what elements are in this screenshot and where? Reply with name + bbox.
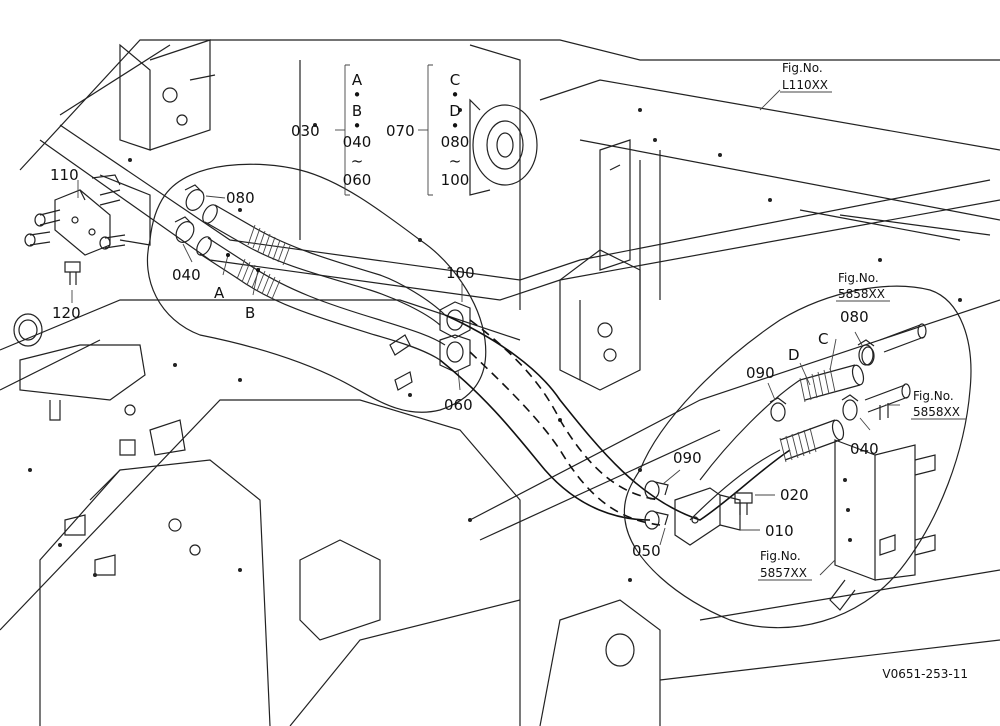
range-070-stack: C • D • 080 ~ 100 xyxy=(441,71,470,189)
svg-text:•: • xyxy=(353,86,362,104)
bracket-fig-5857 xyxy=(829,439,936,611)
hose-clamp-050 xyxy=(644,510,669,530)
callout-hose-b: B xyxy=(245,304,255,322)
callout-hose-a: A xyxy=(214,284,225,302)
svg-text:Fig.No.: Fig.No. xyxy=(913,389,954,403)
svg-text:D: D xyxy=(449,102,461,120)
hose-clamp-080-left xyxy=(184,184,205,211)
callout-050: 050 xyxy=(632,542,661,560)
svg-text:~: ~ xyxy=(449,152,462,170)
fig-ref-5857[interactable]: Fig.No. 5857XX xyxy=(758,549,812,581)
svg-text:Fig.No.: Fig.No. xyxy=(760,549,801,563)
callout-110: 110 xyxy=(50,166,79,184)
hose-joint-bracket-110 xyxy=(24,174,151,285)
svg-text:Fig.No.: Fig.No. xyxy=(838,271,879,285)
callout-120: 120 xyxy=(52,304,81,322)
hose-d-route xyxy=(439,359,651,521)
hose-b xyxy=(196,236,446,361)
callout-070: 070 xyxy=(386,122,415,140)
callout-020: 020 xyxy=(780,486,809,504)
hose-clamp-080-right xyxy=(857,339,875,366)
svg-text:060: 060 xyxy=(343,171,372,189)
range-bracket-070 xyxy=(418,64,435,196)
callout-090-upper: 090 xyxy=(746,364,775,382)
callout-030: 030 xyxy=(291,122,320,140)
svg-text:B: B xyxy=(352,102,362,120)
fig-ref-5858-top[interactable]: Fig.No. 5858XX xyxy=(836,271,890,302)
detail-circle-right xyxy=(623,285,972,629)
callout-010: 010 xyxy=(765,522,794,540)
hose-a xyxy=(202,204,446,326)
callout-100: 100 xyxy=(446,264,475,282)
fig-ref-5858-mid[interactable]: Fig.No. 5858XX xyxy=(911,389,966,420)
callout-hose-c: C xyxy=(818,330,828,348)
svg-text:~: ~ xyxy=(351,152,364,170)
chassis-frame xyxy=(0,39,1000,726)
svg-text:5857XX: 5857XX xyxy=(760,566,807,580)
range-bracket-030 xyxy=(335,64,352,196)
range-030-stack: A • B • 040 ~ 060 xyxy=(343,71,372,189)
callout-090-lower: 090 xyxy=(673,449,702,467)
svg-text:A: A xyxy=(352,71,363,89)
hose-clamp-090-lower xyxy=(644,480,669,500)
hose-clamp-040-left xyxy=(174,216,195,243)
hose-fitting-lower xyxy=(864,383,911,420)
detail-circle-left xyxy=(146,163,487,413)
callout-040-right: 040 xyxy=(850,440,879,458)
hose-c xyxy=(699,364,865,481)
callout-080-right: 080 xyxy=(840,308,869,326)
hose-clamp-090-upper xyxy=(769,397,787,422)
drawing-code: V0651-253-11 xyxy=(882,667,968,681)
callout-060: 060 xyxy=(444,396,473,414)
svg-text:Fig.No.: Fig.No. xyxy=(782,61,823,75)
hose-d xyxy=(689,419,845,521)
svg-text:040: 040 xyxy=(343,133,372,151)
hose-c-route xyxy=(444,314,791,521)
hose-b-route xyxy=(469,351,661,526)
callout-hose-d: D xyxy=(788,346,800,364)
callout-080-left: 080 xyxy=(226,189,255,207)
svg-text:5858XX: 5858XX xyxy=(838,287,885,301)
svg-text:100: 100 xyxy=(441,171,470,189)
svg-text:•: • xyxy=(451,117,460,135)
fig-ref-l110[interactable]: Fig.No. L110XX xyxy=(780,61,832,93)
svg-text:L110XX: L110XX xyxy=(782,78,828,92)
svg-text:080: 080 xyxy=(441,133,470,151)
hose-holder-100-060 xyxy=(389,301,471,391)
hose-clamp-040-right xyxy=(841,394,859,421)
callout-040-left: 040 xyxy=(172,266,201,284)
svg-text:•: • xyxy=(451,86,460,104)
callout-labels: 110 120 080 040 A B 100 060 030 070 080 … xyxy=(50,122,879,560)
svg-text:5858XX: 5858XX xyxy=(913,405,960,419)
svg-text:•: • xyxy=(353,117,362,135)
svg-text:C: C xyxy=(450,71,460,89)
hose-joint-bracket-010 xyxy=(674,487,753,546)
hose-a-route xyxy=(469,319,661,501)
